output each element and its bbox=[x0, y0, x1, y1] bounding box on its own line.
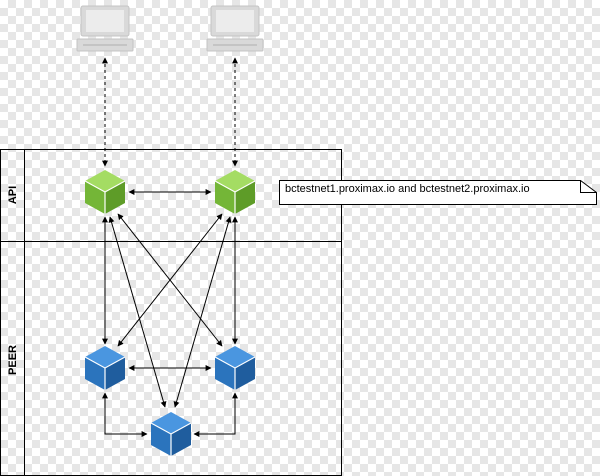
note-callout: bctestnet1.proximax.io and bctestnet2.pr… bbox=[279, 180, 597, 205]
note-text: bctestnet1.proximax.io and bctestnet2.pr… bbox=[285, 183, 530, 195]
edge-api2-peer3 bbox=[173, 216, 232, 408]
computer-icon bbox=[206, 5, 264, 52]
lane-label-peer: PEER bbox=[7, 345, 19, 375]
peer-node-1 bbox=[84, 345, 126, 391]
peer-node-3 bbox=[150, 411, 192, 457]
edge-peer1-peer3 bbox=[102, 392, 148, 437]
api-node-2 bbox=[214, 169, 256, 215]
peer-node-2 bbox=[214, 345, 256, 391]
api-node-1 bbox=[84, 169, 126, 215]
computer-icon bbox=[76, 5, 134, 52]
edge-peer2-peer3 bbox=[193, 392, 238, 437]
lane-label-api: API bbox=[7, 186, 19, 204]
edge-api1-peer3 bbox=[108, 216, 167, 408]
